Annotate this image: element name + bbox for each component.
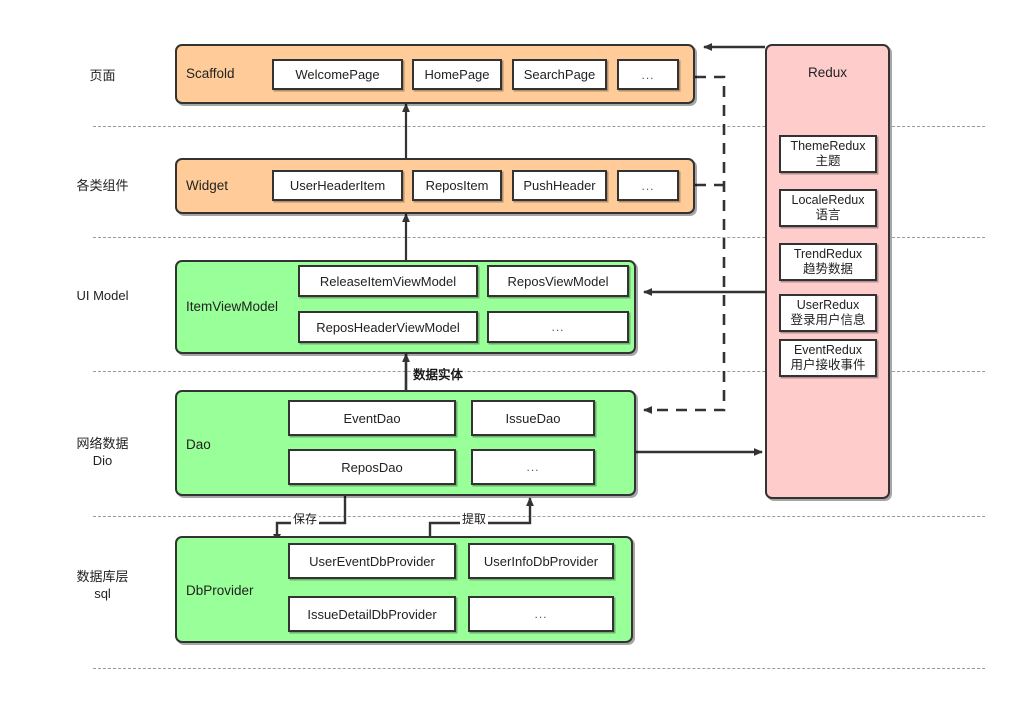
chip-localeredux[interactable]: LocaleRedux 语言 xyxy=(779,189,877,227)
layer-separator-3 xyxy=(93,371,985,372)
group-title-dbprovider: DbProvider xyxy=(186,583,254,598)
cell-scaffold-more[interactable]: ... xyxy=(617,59,679,90)
chip-userredux-name: UserRedux xyxy=(796,298,860,312)
layer-label-widget: 各类组件 xyxy=(76,178,129,193)
redux-title: Redux xyxy=(807,65,848,80)
group-title-widget: Widget xyxy=(186,178,229,193)
cell-searchpage[interactable]: SearchPage xyxy=(512,59,607,90)
chip-localeredux-desc: 语言 xyxy=(815,208,841,222)
cell-viewmodel-more[interactable]: ... xyxy=(487,311,629,343)
edge-label-entity: 数据实体 xyxy=(411,364,466,383)
chip-eventredux-name: EventRedux xyxy=(793,343,863,357)
layer-label-uimodel: UI Model xyxy=(76,288,129,303)
cell-reposheaderviewmodel[interactable]: ReposHeaderViewModel xyxy=(298,311,478,343)
chip-trendredux[interactable]: TrendRedux 趋势数据 xyxy=(779,243,877,281)
edge-label-save: 保存 xyxy=(291,510,320,527)
cell-reposviewmodel[interactable]: ReposViewModel xyxy=(487,265,629,297)
cell-reposdao[interactable]: ReposDao xyxy=(288,449,456,485)
chip-userredux-desc: 登录用户信息 xyxy=(790,313,866,327)
cell-usereventdbprovider[interactable]: UserEventDbProvider xyxy=(288,543,456,579)
layer-label-page: 页面 xyxy=(89,68,116,83)
cell-eventdao[interactable]: EventDao xyxy=(288,400,456,436)
cell-dbprovider-more[interactable]: ... xyxy=(468,596,614,632)
layer-label-network: 网络数据 Dio xyxy=(76,436,129,468)
cell-userheaderitem[interactable]: UserHeaderItem xyxy=(272,170,403,201)
cell-welcomepage[interactable]: WelcomePage xyxy=(272,59,403,90)
layer-separator-1 xyxy=(93,126,985,127)
cell-widget-more[interactable]: ... xyxy=(617,170,679,201)
chip-themeredux-name: ThemeRedux xyxy=(790,139,866,153)
chip-eventredux[interactable]: EventRedux 用户接收事件 xyxy=(779,339,877,377)
chip-userredux[interactable]: UserRedux 登录用户信息 xyxy=(779,294,877,332)
dashed-bus-scaffold-to-dao xyxy=(643,75,726,414)
group-title-itemviewmodel: ItemViewModel xyxy=(186,299,279,314)
cell-dao-more[interactable]: ... xyxy=(471,449,595,485)
cell-releaseitemviewmodel[interactable]: ReleaseItemViewModel xyxy=(298,265,478,297)
chip-eventredux-desc: 用户接收事件 xyxy=(790,358,866,372)
layer-separator-2 xyxy=(93,237,985,238)
cell-pushheader[interactable]: PushHeader xyxy=(512,170,607,201)
edge-label-fetch: 提取 xyxy=(460,510,489,527)
chip-localeredux-name: LocaleRedux xyxy=(791,193,865,207)
cell-homepage[interactable]: HomePage xyxy=(412,59,502,90)
layer-separator-5 xyxy=(93,668,985,669)
layer-label-database: 数据库层 sql xyxy=(76,569,129,601)
chip-themeredux[interactable]: ThemeRedux 主题 xyxy=(779,135,877,173)
chip-trendredux-desc: 趋势数据 xyxy=(802,262,853,276)
group-title-scaffold: Scaffold xyxy=(186,66,235,81)
chip-trendredux-name: TrendRedux xyxy=(793,247,863,261)
cell-issuedao[interactable]: IssueDao xyxy=(471,400,595,436)
cell-issuedetaildbprovider[interactable]: IssueDetailDbProvider xyxy=(288,596,456,632)
layer-separator-4 xyxy=(93,516,985,517)
cell-reposatem[interactable]: ReposItem xyxy=(412,170,502,201)
chip-themeredux-desc: 主题 xyxy=(815,154,841,168)
cell-userinfodbprovider[interactable]: UserInfoDbProvider xyxy=(468,543,614,579)
group-title-dao: Dao xyxy=(186,437,211,452)
